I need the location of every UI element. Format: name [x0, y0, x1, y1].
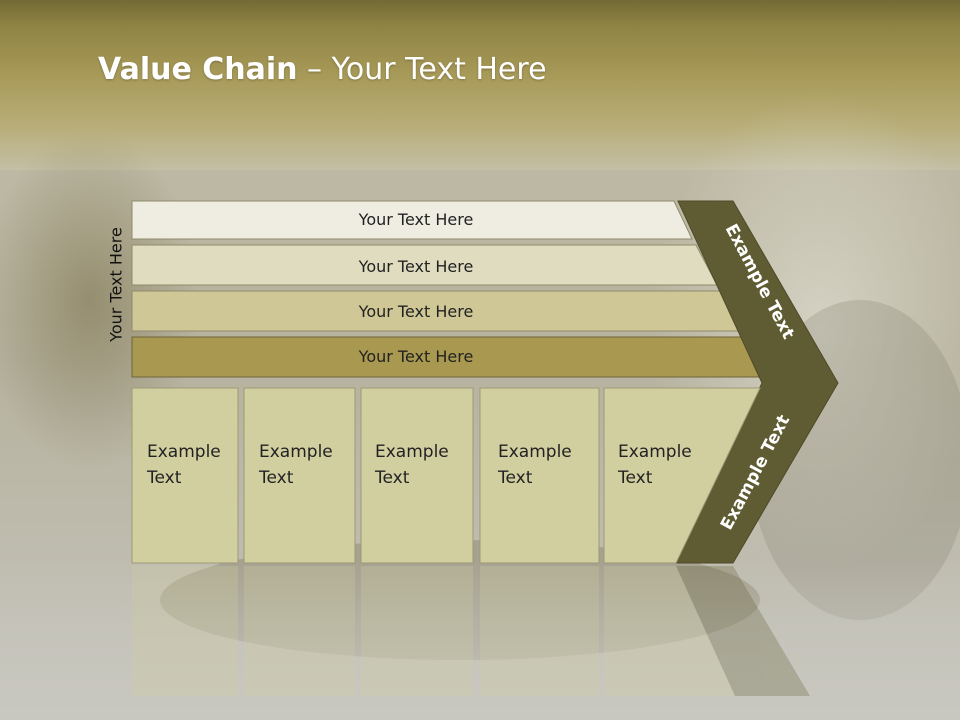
title-rest: – Your Text Here [297, 52, 547, 87]
row-2-label: Your Text Here [358, 257, 474, 276]
row-3-label: Your Text Here [358, 302, 474, 321]
row-4-label: Your Text Here [358, 347, 474, 366]
cell-2-reflection [244, 566, 355, 696]
cell-5-reflection [604, 566, 735, 696]
row-2: Your Text Here [131, 244, 718, 286]
row-1-label: Your Text Here [358, 210, 474, 229]
cell-2-text: Example Text [259, 439, 333, 491]
cell-1-line1: Example [147, 442, 221, 462]
row-3: Your Text Here [131, 290, 741, 332]
cell-3-line1: Example [375, 442, 449, 462]
cell-1 [131, 387, 239, 564]
row-1-shape [131, 200, 693, 240]
title-bold: Value Chain [98, 52, 298, 87]
cell-4-line2: Text [498, 468, 533, 488]
cell-5 [603, 387, 761, 564]
cell-5-text: Example Text [618, 439, 692, 491]
cell-3-line2: Text [375, 468, 410, 488]
cell-2-line1: Example [259, 442, 333, 462]
cell-1-text: Example Text [147, 439, 221, 491]
chevron-arrow [675, 200, 839, 564]
cell-5-line2: Text [618, 468, 653, 488]
reflection [132, 566, 810, 696]
cell-3 [360, 387, 474, 564]
row-1: Your Text Here [131, 200, 693, 240]
cell-4-reflection [480, 566, 599, 696]
cell-1-line2: Text [147, 468, 182, 488]
cell-2-line2: Text [259, 468, 294, 488]
row-4: Your Text Here [131, 336, 765, 378]
cell-3-text: Example Text [375, 439, 449, 491]
cell-5-line1: Example [618, 442, 692, 462]
chevron-reflection [676, 566, 810, 696]
cell-3-reflection [361, 566, 473, 696]
cell-1-reflection [132, 566, 238, 696]
cell-2 [243, 387, 356, 564]
cell-4-line1: Example [498, 442, 572, 462]
cell-4-text: Example Text [498, 439, 572, 491]
cells-group [131, 387, 761, 564]
page-title: Value Chain – Your Text Here [98, 52, 547, 87]
cell-4 [479, 387, 600, 564]
